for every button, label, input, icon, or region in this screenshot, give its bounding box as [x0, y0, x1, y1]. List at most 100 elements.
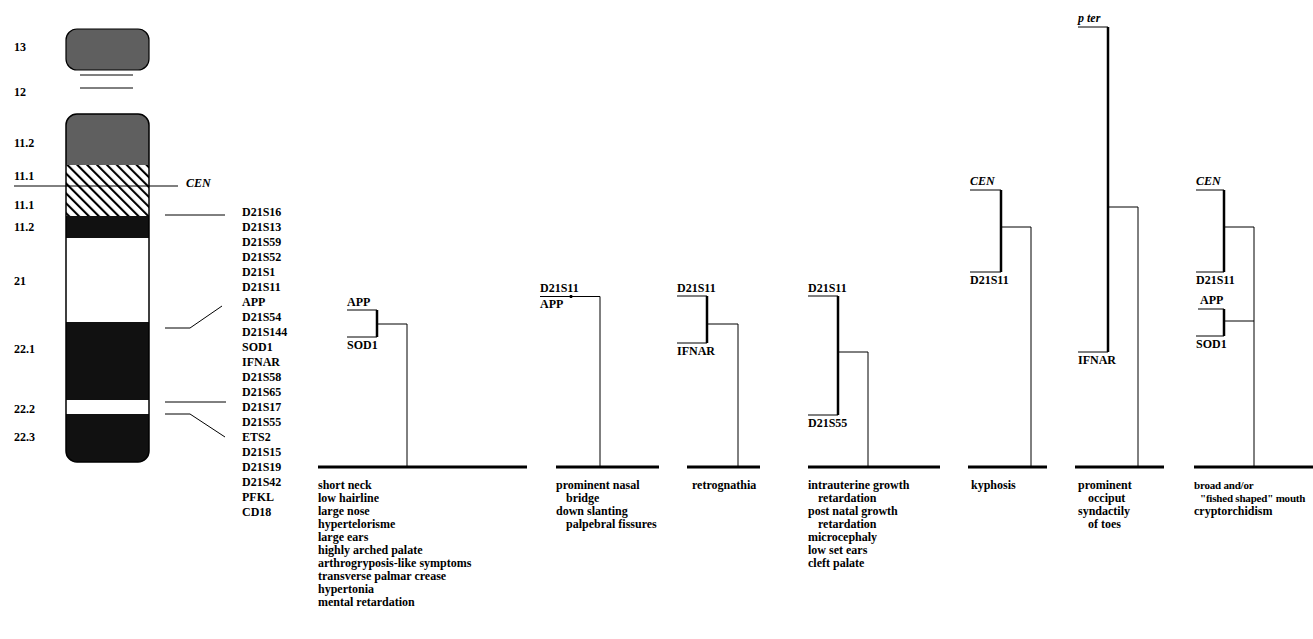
marker-name: IFNAR — [242, 356, 280, 369]
stalk-line — [80, 75, 133, 76]
bracket-marker: D21S11 — [808, 282, 847, 295]
phenotype-item: post natal growth retardation — [808, 505, 938, 531]
marker-name: D21S17 — [242, 401, 281, 414]
pointer-line — [165, 306, 222, 328]
phenotype-baseline — [808, 466, 940, 469]
marker-name: ETS2 — [242, 431, 271, 444]
region-bar — [1223, 190, 1226, 336]
marker-name: D21S16 — [242, 206, 281, 219]
phenotype-item: highly arched palate — [318, 544, 422, 557]
pointer-line — [165, 215, 225, 216]
band-q21 — [66, 238, 149, 322]
bracket-marker: D21S11 — [970, 274, 1009, 287]
phenotype-item: low hairline — [318, 492, 379, 505]
band-number: 11.1 — [14, 199, 34, 212]
band-number: 11.2 — [14, 137, 34, 150]
band-centromere — [66, 165, 149, 216]
region-line — [808, 296, 868, 467]
phenotype-item: kyphosis — [971, 479, 1016, 492]
phenotype-item: retrognathia — [692, 479, 756, 492]
chromosome-bands — [66, 114, 149, 462]
band-q221 — [66, 322, 149, 400]
marker-name: D21S65 — [242, 386, 281, 399]
band-p112 — [66, 114, 149, 165]
bracket-marker: APP — [1200, 294, 1223, 307]
pointer-line — [165, 402, 226, 403]
marker-name: PFKL — [242, 491, 274, 504]
baselines — [318, 466, 1313, 469]
centromere-line — [14, 186, 178, 187]
chromosome-outline — [66, 114, 149, 462]
stalk-line — [80, 88, 133, 89]
marker-name: D21S11 — [242, 281, 281, 294]
pointer-lines — [165, 215, 226, 437]
bracket-marker: APP — [347, 296, 370, 309]
phenotype-item: syndactily of toes — [1078, 505, 1136, 531]
centromere-label: CEN — [1196, 175, 1221, 188]
region-line — [970, 190, 1031, 467]
marker-name: APP — [242, 296, 265, 309]
region-bar — [376, 310, 379, 337]
bracket-marker: IFNAR — [1078, 354, 1116, 367]
phenotype-item: transverse palmar crease — [318, 570, 446, 583]
phenotype-item: arthrogryposis-like symptoms — [318, 557, 471, 570]
band-q222 — [66, 400, 149, 414]
region-bar — [1107, 27, 1110, 352]
phenotype-item: intrauterine growth retardation — [808, 479, 938, 505]
phenotype-item: cleft palate — [808, 557, 864, 570]
marker-name: D21S55 — [242, 416, 281, 429]
bracket-marker: D21S11 — [677, 282, 716, 295]
region-bar — [1000, 190, 1003, 272]
phenotype-baseline — [1075, 466, 1164, 469]
phenotype-baseline — [1194, 466, 1313, 469]
marker-name: D21S42 — [242, 476, 281, 489]
band-q112 — [66, 216, 149, 238]
region-line — [677, 296, 738, 467]
band-p13 — [66, 29, 149, 70]
phenotype-baseline — [318, 466, 527, 469]
region-line — [1078, 27, 1138, 467]
band-q223 — [66, 414, 149, 462]
chromosome-end: p ter — [1078, 12, 1100, 25]
marker-name: D21S13 — [242, 221, 281, 234]
thin-lines — [347, 27, 1254, 467]
bracket-marker: D21S11 — [1196, 274, 1235, 287]
phenotype-baseline — [687, 466, 760, 469]
bracket-marker: D21S11 — [540, 282, 579, 295]
centromere-label: CEN — [186, 177, 211, 190]
phenotype-item: down slanting palpebral fissures — [556, 505, 666, 531]
band-number: 22.3 — [14, 431, 35, 444]
band-number: 12 — [14, 86, 26, 99]
marker-name: D21S144 — [242, 326, 287, 339]
phenotype-item: hypertonia — [318, 583, 374, 596]
region-bar — [837, 296, 840, 415]
phenotype-item: prominent nasal bridge — [556, 479, 656, 505]
region-line — [347, 310, 407, 467]
phenotype-item: prominent occiput — [1078, 479, 1153, 505]
phenotype-item: hypertelorisme — [318, 518, 395, 531]
band-number: 13 — [14, 41, 26, 54]
marker-name: D21S15 — [242, 446, 281, 459]
marker-name: D21S59 — [242, 236, 281, 249]
bracket-marker: SOD1 — [347, 339, 378, 352]
bracket-marker: D21S55 — [808, 417, 847, 430]
pointer-line — [165, 414, 225, 437]
region-line — [1196, 190, 1254, 467]
phenotype-item: microcephaly — [808, 531, 877, 544]
bracket-marker: SOD1 — [1196, 338, 1227, 351]
marker-name: D21S54 — [242, 311, 281, 324]
phenotype-item: mental retardation — [318, 596, 415, 609]
band-number: 21 — [14, 275, 26, 288]
phenotype-item: broad and/or "fished shaped" mouth — [1194, 479, 1310, 505]
centromere-label: CEN — [970, 175, 995, 188]
band-number: 11.2 — [14, 221, 34, 234]
thick-lines — [377, 27, 1224, 415]
marker-name: D21S1 — [242, 266, 275, 279]
phenotype-item: low set ears — [808, 544, 867, 557]
bracket-marker: APP — [540, 298, 563, 311]
phenotype-item: large ears — [318, 531, 368, 544]
bracket-marker: IFNAR — [677, 345, 715, 358]
phenotype-baseline — [968, 466, 1047, 469]
